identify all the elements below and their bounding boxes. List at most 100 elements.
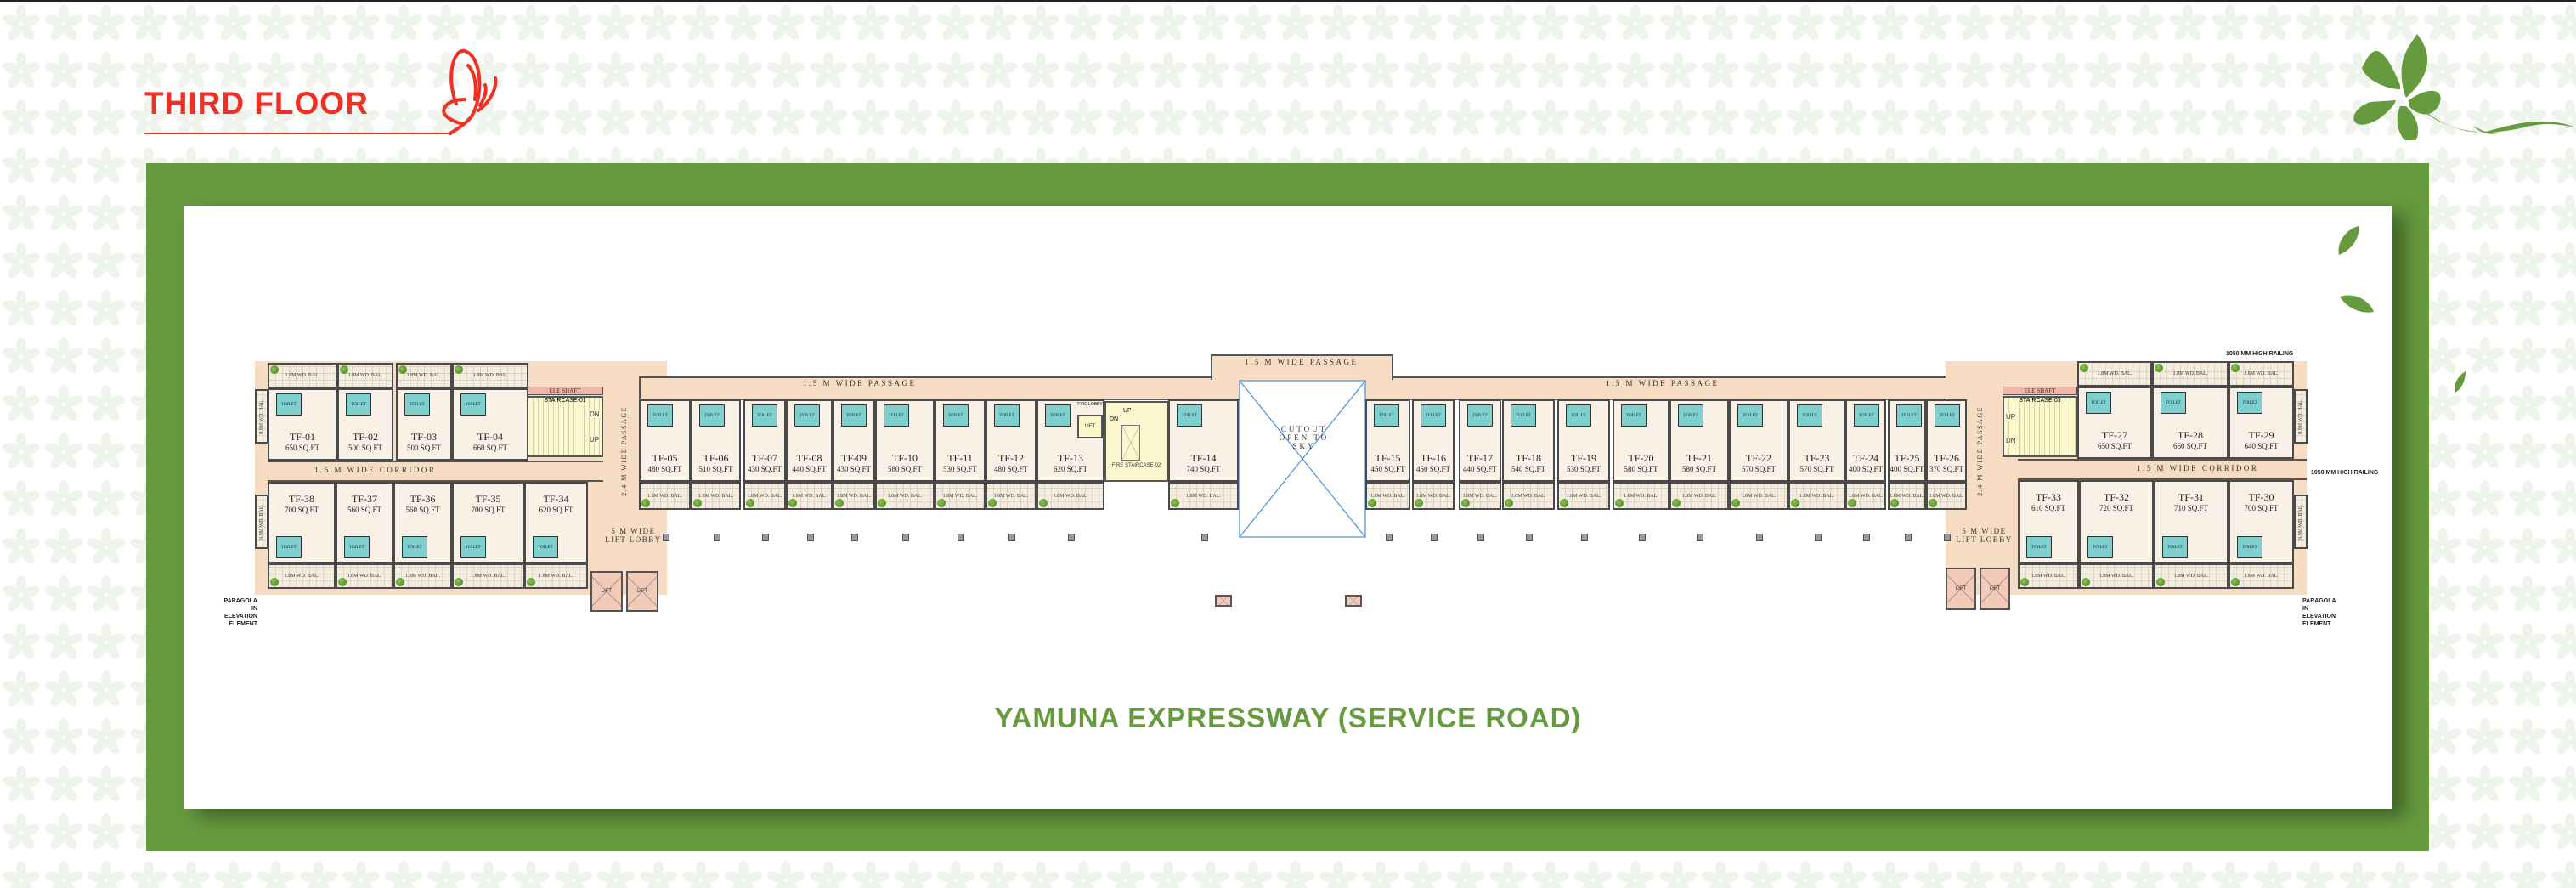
balcony: 1.8M WD. BAL. [2018, 563, 2079, 589]
toilet: TOILET [841, 404, 867, 427]
tree-icon [1890, 499, 1899, 507]
unit-id: TF-28 [2178, 429, 2203, 441]
toilet-label: TOILET [1683, 413, 1698, 418]
toilet-label: TOILET [2167, 545, 2183, 550]
balcony-label: 1.8M WD. BAL. [942, 493, 978, 499]
toilet: TOILET [752, 404, 777, 427]
balcony-label: 1.8M WD. BAL. [1415, 493, 1451, 499]
toilet: TOILET [1566, 404, 1591, 427]
side-balcony: 0.9M WD. BAL. [2294, 495, 2308, 549]
toilet-label: TOILET [1050, 413, 1065, 418]
fire-stair-dn: DN [1110, 416, 1119, 422]
toilet-label: TOILET [1182, 413, 1197, 418]
tree-icon [1615, 499, 1624, 507]
toilet: TOILET [2162, 536, 2188, 558]
toilet: TOILET [1374, 404, 1399, 427]
unit-id: TF-29 [2248, 429, 2274, 441]
unit-id: TF-24 [1853, 452, 1878, 464]
balcony: 1.8M WD. BAL. [875, 482, 935, 510]
tree-icon [641, 499, 650, 507]
unit-id: TF-22 [1746, 452, 1771, 464]
balcony: 1.8M WD. BAL. [524, 563, 588, 589]
toilet: TOILET [344, 536, 370, 558]
tree-icon [1415, 499, 1423, 507]
unit-area: 620 SQ.FT [1053, 465, 1087, 473]
column [1863, 534, 1870, 541]
cutout-open-to-sky [1239, 380, 1366, 538]
unit-id: TF-19 [1571, 452, 1596, 464]
toilet-label: TOILET [466, 402, 481, 407]
unit-area: 580 SQ.FT [1681, 465, 1716, 473]
paragola-note-right: PARAGOLA IN ELEVATION ELEMENT [2302, 598, 2336, 627]
unit-area: 440 SQ.FT [792, 465, 827, 473]
tree-icon [340, 365, 348, 374]
unit-id: TF-20 [1628, 452, 1654, 464]
balcony: 1.8M WD. BAL. [2079, 563, 2154, 589]
toilet: TOILET [2237, 392, 2262, 414]
tree-icon [2231, 364, 2240, 372]
tree-icon [2156, 578, 2165, 586]
column [1385, 534, 1393, 541]
balcony-label: 1.8M WD. BAL. [698, 493, 733, 499]
unit-area: 500 SQ.FT [347, 444, 382, 452]
unit-area: 450 SQ.FT [1370, 465, 1405, 473]
unit-area: 430 SQ.FT [747, 465, 782, 473]
unit-area: 700 SQ.FT [284, 506, 319, 514]
unit-area: 580 SQ.FT [1624, 465, 1658, 473]
column [1581, 534, 1588, 541]
toilet-label: TOILET [2242, 400, 2257, 405]
balcony: 1.8M WD. BAL. [268, 363, 337, 388]
unit-id: TF-32 [2104, 491, 2129, 503]
fire-lift: LIFT [1077, 415, 1103, 438]
staircase-03-label: STAIRCASE-03 [2019, 398, 2061, 404]
flower-vine-icon [2353, 34, 2576, 140]
side-balcony-label: 0.9M WD. BAL. [2298, 504, 2303, 540]
balcony-label: 1.8M WD. BAL. [2031, 574, 2066, 579]
tree-icon [2020, 578, 2029, 586]
toilet-label: TOILET [2031, 545, 2047, 550]
unit-id: TF-02 [353, 431, 378, 443]
toilet: TOILET [2237, 536, 2262, 558]
unit-id: TF-13 [1058, 452, 1083, 464]
stair-up-left: UP [590, 436, 600, 444]
unit-area: 610 SQ.FT [2031, 504, 2065, 512]
